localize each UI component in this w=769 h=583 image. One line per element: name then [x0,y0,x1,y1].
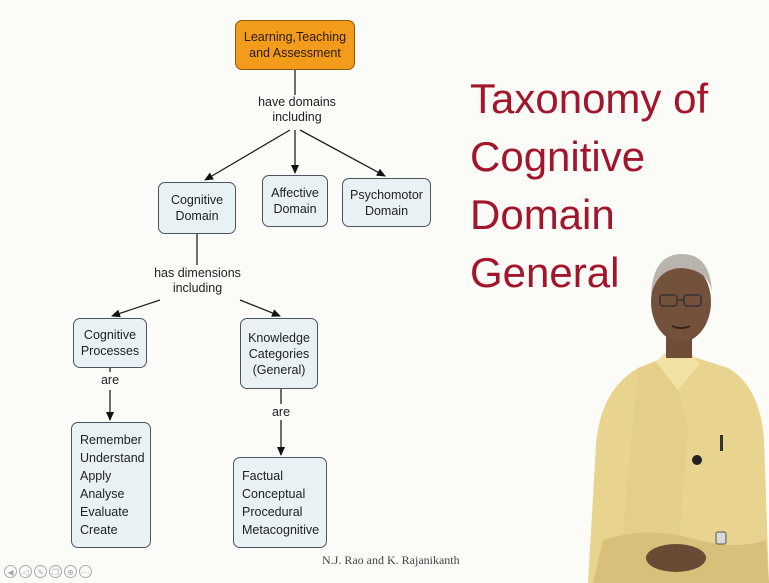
root-node: Learning,Teaching and Assessment [235,20,355,70]
more-icon[interactable]: ⋯ [79,565,92,578]
knowledge-categories-node: Knowledge Categories (General) [240,318,318,389]
copy-icon[interactable]: ❐ [49,565,62,578]
slide-title: Taxonomy of Cognitive Domain General [470,75,709,296]
knowledge-list-node: Factual Conceptual Procedural Metacognit… [233,457,327,548]
cognitive-processes-node: Cognitive Processes [73,318,147,368]
player-controls: ◀ ◁ ✎ ❐ ⊕ ⋯ [4,565,92,578]
link-label-have-domains: have domains including [252,95,342,125]
affective-domain-node: Affective Domain [262,175,328,227]
back-icon[interactable]: ◁ [19,565,32,578]
link-label-are-right: are [266,405,296,420]
psychomotor-domain-node: Psychomotor Domain [342,178,431,227]
cognitive-domain-node: Cognitive Domain [158,182,236,234]
edit-icon[interactable]: ✎ [34,565,47,578]
zoom-icon[interactable]: ⊕ [64,565,77,578]
link-label-are-left: are [95,373,125,388]
presenter-image [588,254,769,583]
prev-icon[interactable]: ◀ [4,565,17,578]
processes-list-node: Remember Understand Apply Analyse Evalua… [71,422,151,548]
slide-footer: N.J. Rao and K. Rajanikanth [322,553,460,567]
link-label-has-dimensions: has dimensions including [145,266,250,296]
